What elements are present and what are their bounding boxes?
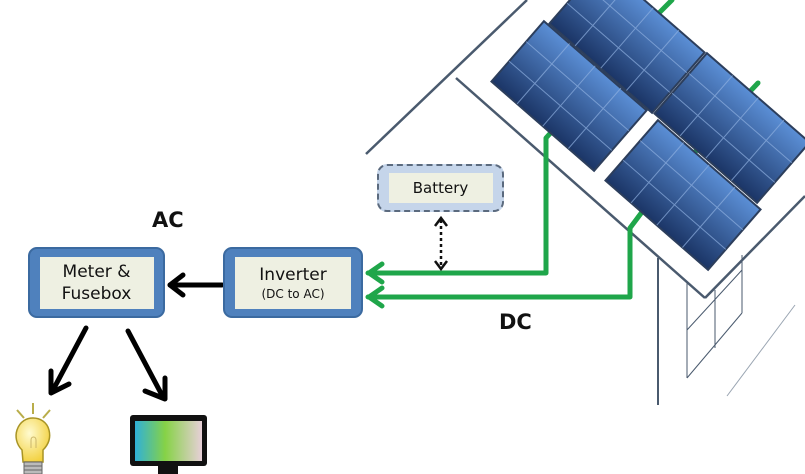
meter-label-line1: Meter &: [62, 261, 131, 282]
battery-node: Battery: [377, 164, 504, 212]
arrowhead-up: [434, 215, 448, 227]
solar-panel: [548, 0, 706, 115]
ac-label: AC: [152, 208, 184, 232]
window-frame: [686, 312, 743, 379]
solar-panel: [653, 51, 805, 205]
battery-label: Battery: [388, 173, 493, 203]
arrowhead-tv: [142, 375, 168, 402]
television-icon: [130, 415, 207, 474]
roof-right-edge: [704, 195, 805, 299]
house-outline: [365, 0, 805, 405]
inverter-subtitle: (DC to AC): [261, 286, 325, 301]
inverter-node: Inverter (DC to AC): [223, 247, 363, 318]
dc-label: DC: [499, 310, 532, 334]
window-frame: [686, 269, 743, 331]
roof-eave-line: [455, 77, 706, 299]
meter-fusebox-label: Meter & Fusebox: [39, 256, 154, 309]
solar-panel: [490, 19, 648, 173]
ac-arrow: [167, 272, 225, 298]
dc-wire-2: [365, 209, 645, 300]
battery-connection: [434, 215, 448, 272]
solar-panels: [490, 0, 805, 272]
roof-outer-edge: [365, 0, 528, 155]
inverter-label: Inverter (DC to AC): [235, 256, 351, 309]
arrowhead-down: [434, 260, 448, 272]
dc-arrowhead: [366, 261, 385, 285]
arrow-to-bulb: [50, 325, 89, 393]
solar-panel: [604, 118, 762, 272]
meter-label-line2: Fusebox: [61, 283, 132, 304]
arrowhead-bulb: [48, 368, 72, 396]
dc-arrowhead: [366, 285, 385, 309]
meter-fusebox-node: Meter & Fusebox: [28, 247, 165, 318]
arrow-to-tv: [125, 328, 166, 400]
inverter-title: Inverter: [259, 264, 327, 285]
light-bulb-icon: [15, 403, 51, 474]
window-frame: [726, 304, 796, 397]
load-arrows: [48, 325, 168, 402]
